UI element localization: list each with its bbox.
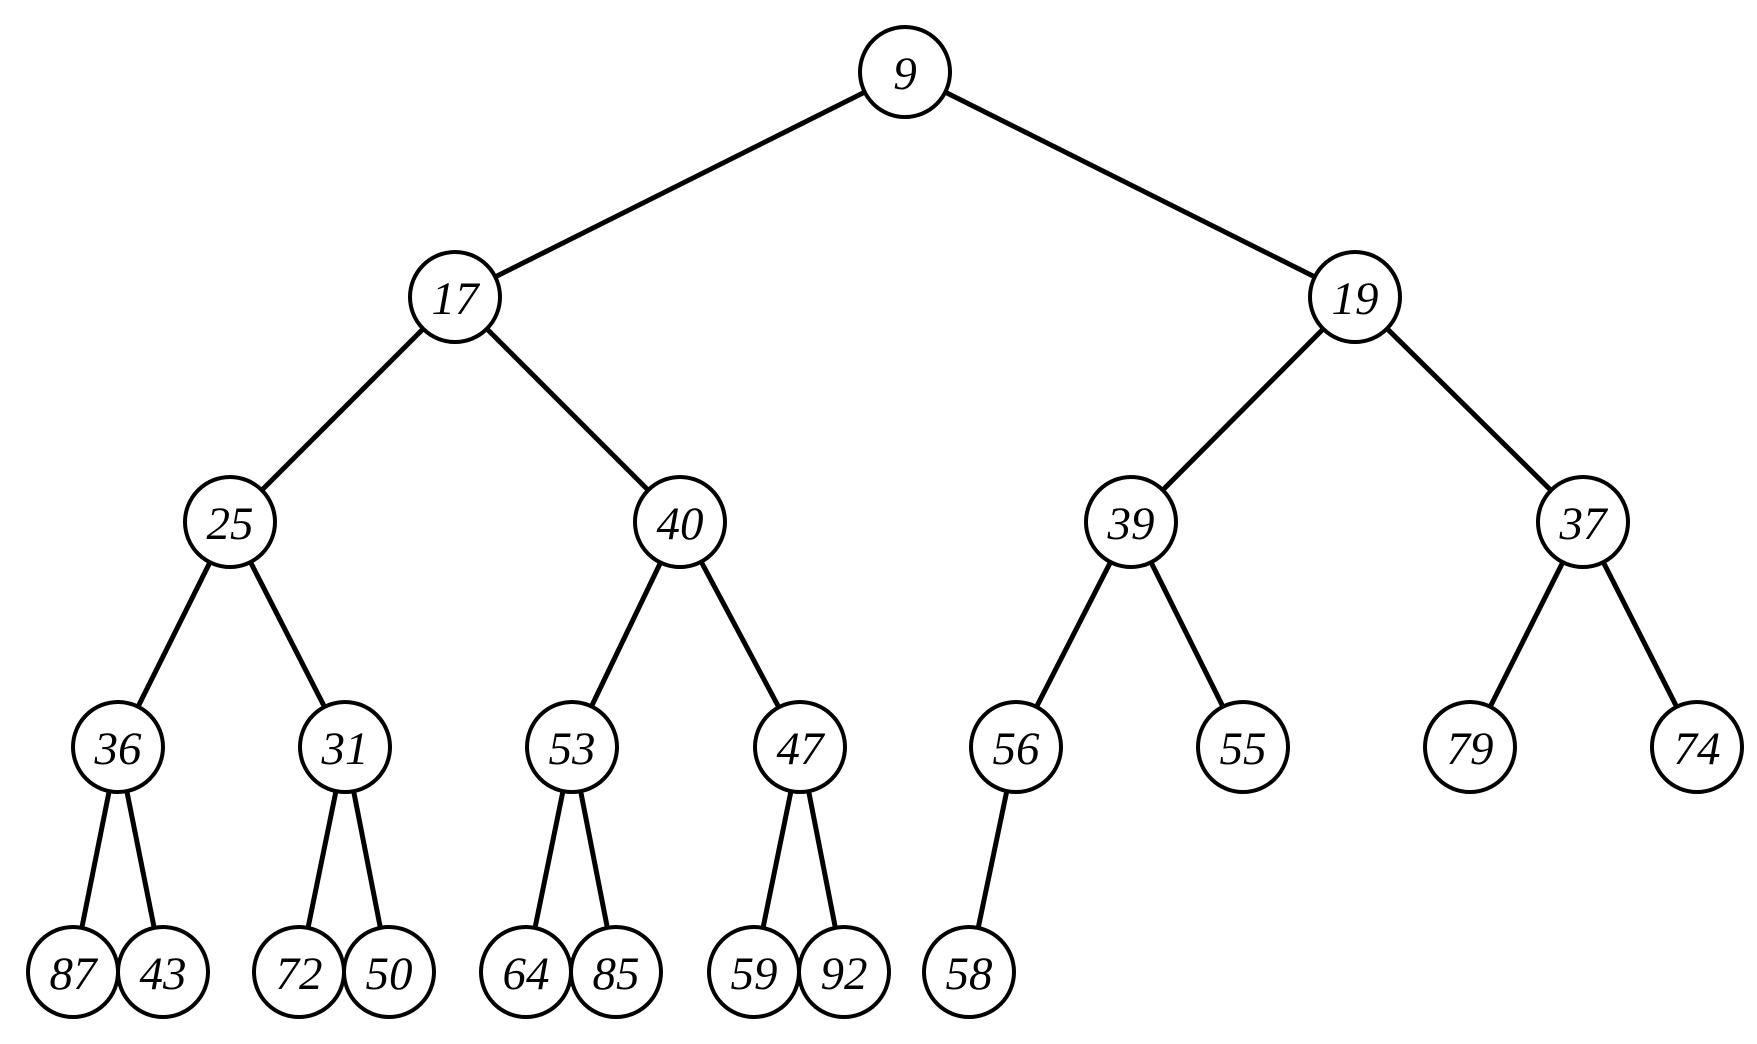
tree-node-56: 56 [969,700,1063,794]
edge-17-40 [453,295,682,524]
node-label-74: 74 [1674,723,1721,775]
node-label-9: 9 [893,48,917,100]
node-label-58: 58 [946,948,993,1000]
tree-node-9: 9 [858,25,952,119]
node-label-59: 59 [731,948,778,1000]
node-label-36: 36 [94,723,143,775]
tree-node-92: 92 [797,925,891,1019]
tree-node-74: 74 [1650,700,1744,794]
edges-layer [70,69,1700,973]
tree-node-40: 40 [633,475,727,569]
node-label-37: 37 [1559,498,1610,550]
node-label-79: 79 [1447,723,1494,775]
node-circle-36 [71,700,165,794]
node-label-87: 87 [50,948,100,1000]
tree-node-64: 64 [479,925,573,1019]
node-circle-39 [1084,475,1178,569]
node-label-31: 31 [321,723,369,775]
edge-17-25 [228,295,457,524]
edge-9-19 [903,69,1357,300]
tree-node-17: 17 [408,250,502,344]
tree-node-55: 55 [1196,700,1290,794]
tree-node-72: 72 [252,925,346,1019]
node-label-64: 64 [503,948,550,1000]
node-circle-50 [342,925,436,1019]
edge-9-17 [453,69,907,300]
node-label-19: 19 [1332,273,1379,325]
nodes-layer: 9 17 19 25 40 39 37 36 31 53 47 56 55 79 74 87 43 72 50 64 8… [26,25,1744,1019]
node-label-85: 85 [593,948,640,1000]
node-circle-31 [298,700,392,794]
node-circle-9 [858,25,952,119]
node-label-72: 72 [276,948,323,1000]
node-circle-74 [1650,700,1744,794]
node-circle-47 [753,700,847,794]
tree-node-59: 59 [707,925,801,1019]
tree-node-37: 37 [1536,475,1630,569]
tree-node-43: 43 [116,925,210,1019]
node-circle-53 [525,700,619,794]
node-circle-55 [1196,700,1290,794]
node-label-55: 55 [1220,723,1267,775]
node-label-40: 40 [657,498,704,550]
node-circle-19 [1308,250,1402,344]
edge-19-37 [1353,295,1585,524]
node-circle-92 [797,925,891,1019]
node-label-50: 50 [366,948,413,1000]
tree-node-79: 79 [1423,700,1517,794]
node-label-53: 53 [549,723,596,775]
tree-node-53: 53 [525,700,619,794]
node-circle-37 [1536,475,1630,569]
node-label-17: 17 [432,273,482,325]
node-circle-79 [1423,700,1517,794]
node-label-56: 56 [993,723,1041,775]
tree-node-87: 87 [26,925,120,1019]
tree-node-58: 58 [922,925,1016,1019]
node-circle-85 [569,925,663,1019]
node-circle-56 [969,700,1063,794]
node-label-25: 25 [207,498,254,550]
node-circle-40 [633,475,727,569]
node-label-39: 39 [1107,498,1155,550]
edge-19-39 [1129,295,1357,524]
node-label-92: 92 [821,948,868,1000]
tree-node-36: 36 [71,700,165,794]
node-circle-43 [116,925,210,1019]
tree-node-19: 19 [1308,250,1402,344]
tree-node-50: 50 [342,925,436,1019]
tree-node-47: 47 [753,700,847,794]
node-label-43: 43 [140,948,187,1000]
node-label-47: 47 [777,723,827,775]
tree-node-25: 25 [183,475,277,569]
node-circle-25 [183,475,277,569]
tree-node-31: 31 [298,700,392,794]
node-circle-58 [922,925,1016,1019]
node-circle-17 [408,250,502,344]
tree-node-39: 39 [1084,475,1178,569]
tree-node-85: 85 [569,925,663,1019]
